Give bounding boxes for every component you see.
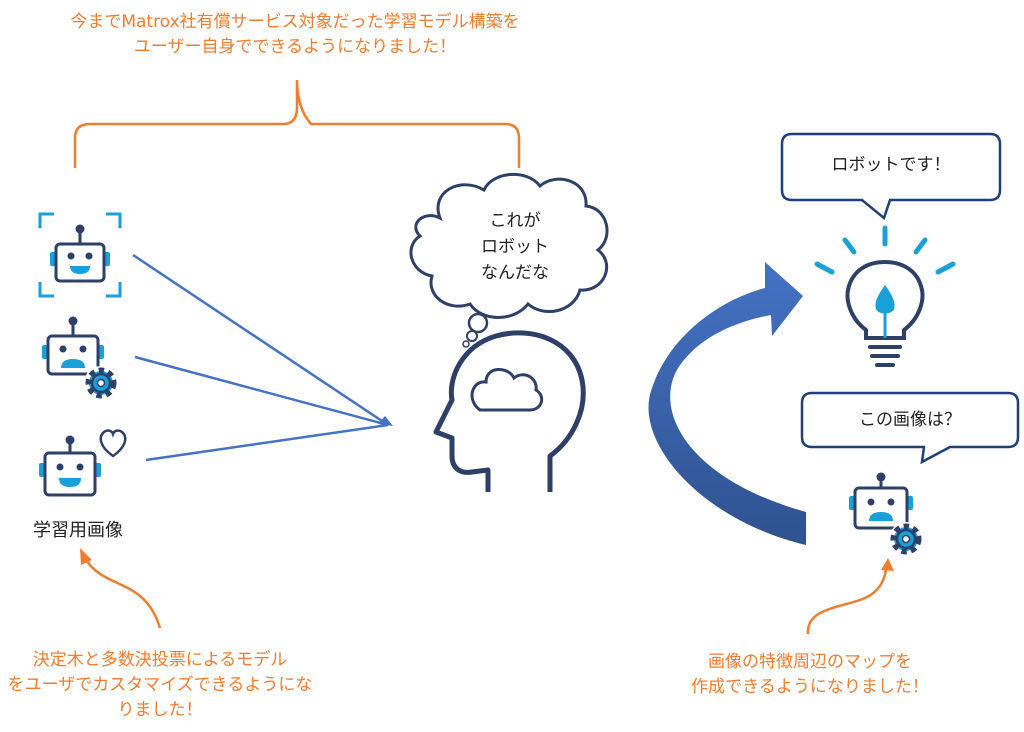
training-arrows	[132, 253, 393, 462]
bottom-left-caption-line-3: りました！	[117, 700, 203, 720]
robot-focus-icon	[38, 212, 122, 298]
top-caption-line-2: ユーザー自身でできるようになりました！	[133, 37, 457, 57]
training-images-label: 学習用画像	[33, 520, 123, 541]
cloud-icon	[470, 368, 544, 412]
bottom-left-caption-line-1: 決定木と多数決投票によるモデル	[32, 650, 288, 670]
thought-line-2: ロボット	[481, 237, 549, 257]
robot-sad-gear-icon	[42, 316, 118, 400]
robot-query-icon	[849, 472, 923, 556]
left-pointer-arrow	[80, 548, 162, 629]
bottom-left-caption: 決定木と多数決投票によるモデル をユーザでカスタマイズできるようにな りました！	[0, 648, 320, 723]
thought-text: これが ロボット なんだな	[450, 208, 580, 286]
answer-text: ロボットです！	[831, 155, 951, 175]
robot-heart-icon	[39, 429, 127, 497]
bottom-right-caption-line-2: 作成できるようになりました！	[691, 677, 929, 697]
thought-line-1: これが	[489, 211, 541, 231]
thought-cloud	[409, 172, 609, 348]
top-brace	[73, 79, 521, 168]
bottom-right-caption: 画像の特徴周辺のマップを 作成できるようになりました！	[660, 650, 960, 700]
head-cloud-icon	[433, 330, 586, 492]
answer-bubble	[780, 132, 1002, 221]
curved-arrow	[648, 262, 806, 545]
right-pointer-arrow	[806, 558, 894, 635]
bottom-right-caption-line-1: 画像の特徴周辺のマップを	[708, 652, 912, 672]
bottom-left-caption-line-2: をユーザでカスタマイズできるようにな	[7, 675, 313, 695]
question-text: この画像は？	[859, 410, 961, 430]
question-bubble	[800, 391, 1020, 465]
top-caption: 今までMatrox社有償サービス対象だった学習モデル構築を ユーザー自身でできる…	[0, 10, 590, 60]
lightbulb-icon	[814, 225, 956, 367]
gear-icon	[84, 366, 118, 400]
heart-icon	[99, 429, 127, 458]
top-caption-line-1: 今までMatrox社有償サービス対象だった学習モデル構築を	[70, 12, 520, 32]
gear-icon	[889, 522, 923, 556]
thought-line-3: なんだな	[481, 263, 549, 283]
